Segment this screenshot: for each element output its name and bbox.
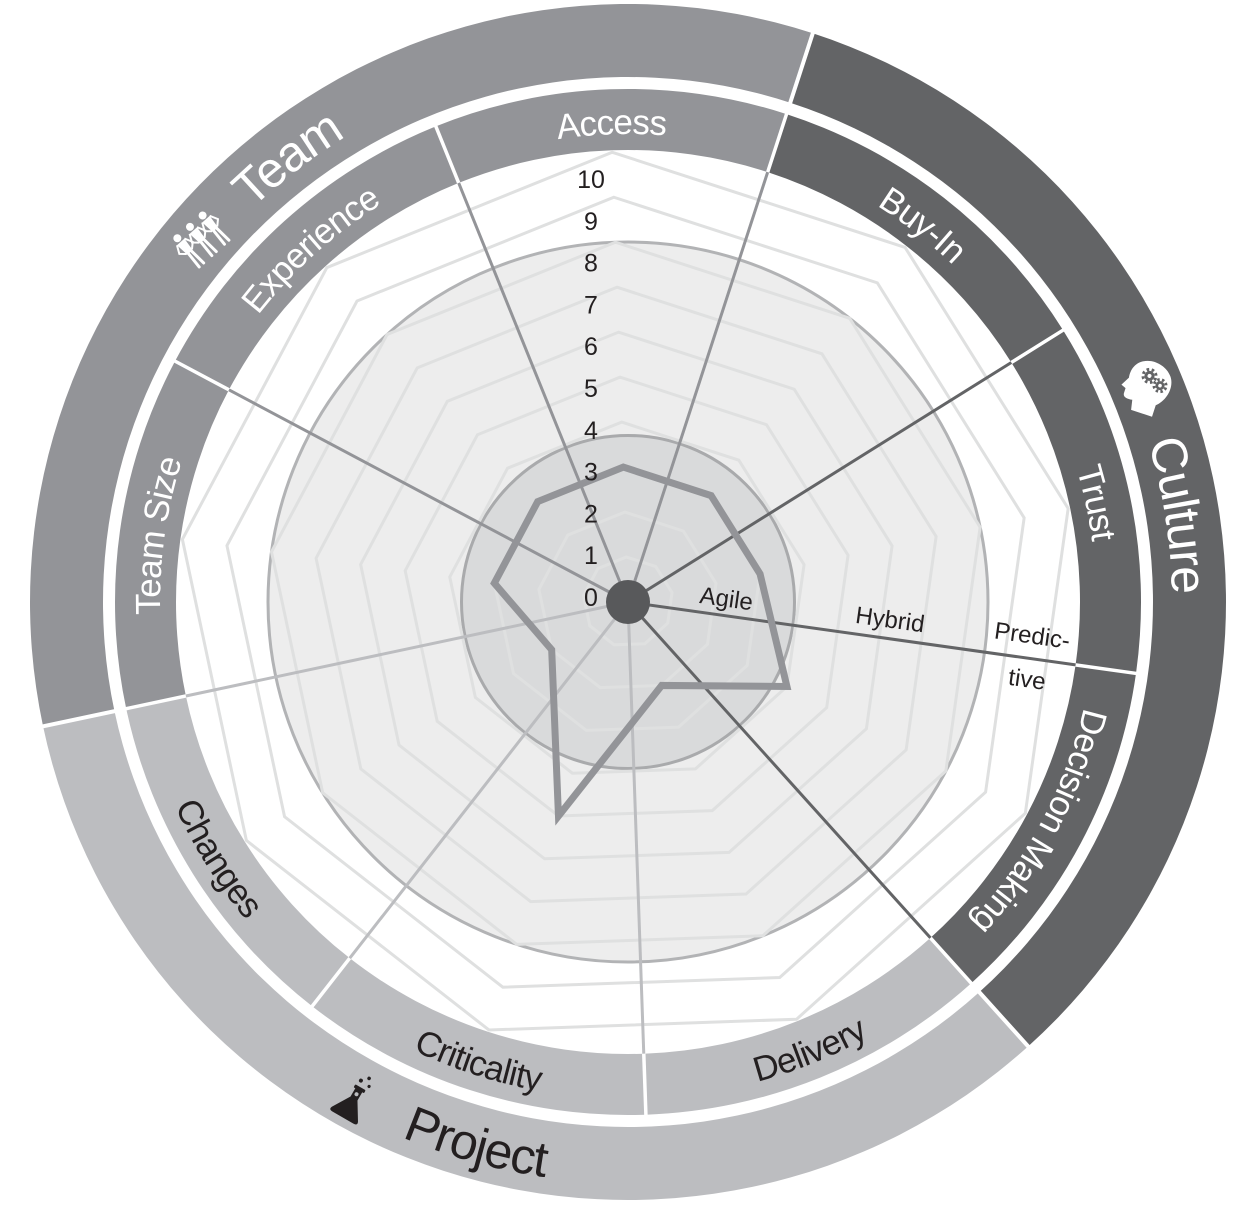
spoke [626, 600, 932, 939]
separator-culture-project [966, 978, 1034, 1053]
spoke [626, 171, 770, 603]
outer-ring [30, 4, 1226, 1200]
spoke [348, 601, 630, 960]
separator [765, 110, 790, 176]
separator [171, 358, 233, 393]
series-polygon [490, 463, 792, 826]
outer-segment-culture [790, 33, 1226, 1047]
head-gears-icon [1121, 360, 1172, 417]
tick-label: 10 [577, 166, 605, 194]
separator [1072, 662, 1140, 676]
separator [927, 934, 975, 987]
center-dot [606, 580, 650, 624]
spoke [627, 361, 1013, 604]
segment-criticality [312, 958, 646, 1116]
plot-area: 0 1 2 3 4 5 6 7 8 9 10 Agile Hybrid Pred… [180, 150, 1076, 1054]
segment-experience [175, 126, 459, 390]
zone-label-predictive-line2: tive [1007, 664, 1048, 696]
segment-changes [126, 695, 350, 1007]
separator [122, 693, 190, 711]
spoke [627, 600, 1076, 667]
separator [641, 1050, 648, 1118]
spoke [228, 388, 629, 604]
tick-label: 7 [584, 291, 598, 319]
flask-icon [330, 1076, 371, 1125]
category-label-access: Access [554, 103, 668, 147]
separator-team-culture [783, 26, 817, 120]
segment-delivery [643, 937, 972, 1115]
segment-trust [1011, 330, 1142, 674]
tick-label: 5 [584, 375, 598, 403]
spokes [185, 171, 1076, 1054]
tick-label: 1 [584, 542, 598, 570]
separator [1007, 327, 1067, 366]
spoke [185, 600, 629, 698]
gear-icon [1152, 378, 1168, 394]
outer-ring-separators [36, 26, 1034, 1053]
people-icon [173, 211, 231, 269]
segment-decision-making [930, 664, 1137, 984]
spoke [457, 182, 630, 603]
segment-team-size [115, 361, 229, 709]
segment-buy-in [767, 114, 1064, 363]
outer-segment-team [30, 4, 813, 727]
inner-ring-separators [122, 110, 1140, 1118]
separator [308, 954, 353, 1010]
radial-axis-ticks: 0 1 2 3 4 5 6 7 8 9 10 [577, 166, 605, 612]
outer-segment-project [43, 711, 1029, 1200]
tick-label: 0 [584, 584, 598, 612]
tick-label: 8 [584, 250, 598, 278]
tick-label: 4 [584, 417, 598, 445]
separator [433, 122, 462, 187]
spoke [626, 601, 646, 1054]
tick-label: 9 [584, 208, 598, 236]
separator-project-team [36, 705, 132, 730]
category-label-text: Access [554, 103, 669, 147]
inner-ring [115, 88, 1142, 1116]
tick-label: 6 [584, 333, 598, 361]
tick-label: 3 [584, 459, 598, 487]
tick-label: 2 [584, 500, 598, 528]
segment-access [435, 88, 787, 183]
